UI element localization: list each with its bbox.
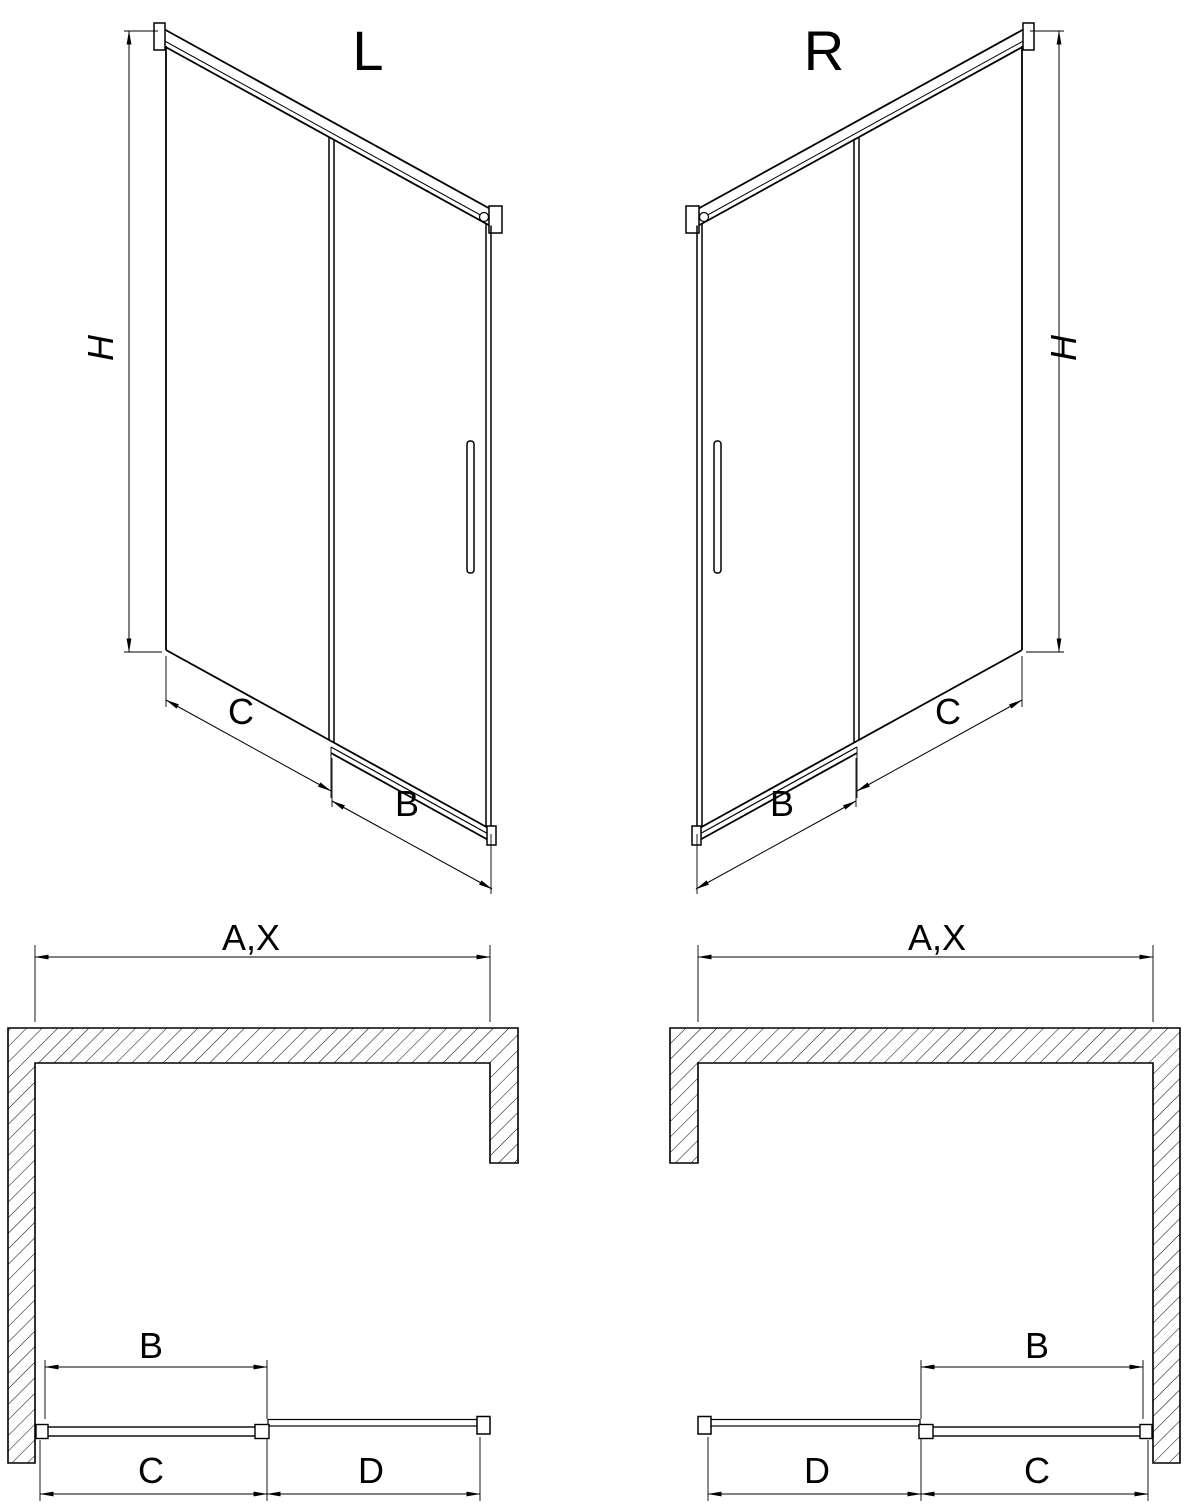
dim-label-c-left: C xyxy=(228,691,254,732)
dim-label-c-plan-right: C xyxy=(1024,1450,1050,1491)
walls-right-plan xyxy=(669,1027,1181,1464)
dim-label-c-plan-left: C xyxy=(138,1450,164,1491)
iso-view-right: R H C B xyxy=(686,19,1084,894)
dim-label-total-width-plan-left: A,X xyxy=(222,917,280,958)
dim-label-b-plan-right: B xyxy=(1025,1325,1049,1366)
variant-label-left: L xyxy=(352,19,383,82)
plan-view-right: A,X B D C xyxy=(669,917,1181,1501)
variant-label-right: R xyxy=(804,19,844,82)
dim-label-d-plan-left: D xyxy=(358,1450,384,1491)
plan-view-left: A,X B C D xyxy=(7,917,519,1501)
iso-view-left: L H C B xyxy=(80,19,502,894)
walls-left-plan xyxy=(7,1027,519,1464)
dim-label-b-right: B xyxy=(770,783,794,824)
dim-label-c-right: C xyxy=(935,691,961,732)
dim-label-b-plan-left: B xyxy=(139,1325,163,1366)
dim-label-total-width-plan-right: A,X xyxy=(908,917,966,958)
dim-label-height-right: H xyxy=(1043,334,1084,361)
dim-label-d-plan-right: D xyxy=(804,1450,830,1491)
dim-label-height-left: H xyxy=(80,334,121,361)
dim-label-b-left: B xyxy=(395,783,419,824)
